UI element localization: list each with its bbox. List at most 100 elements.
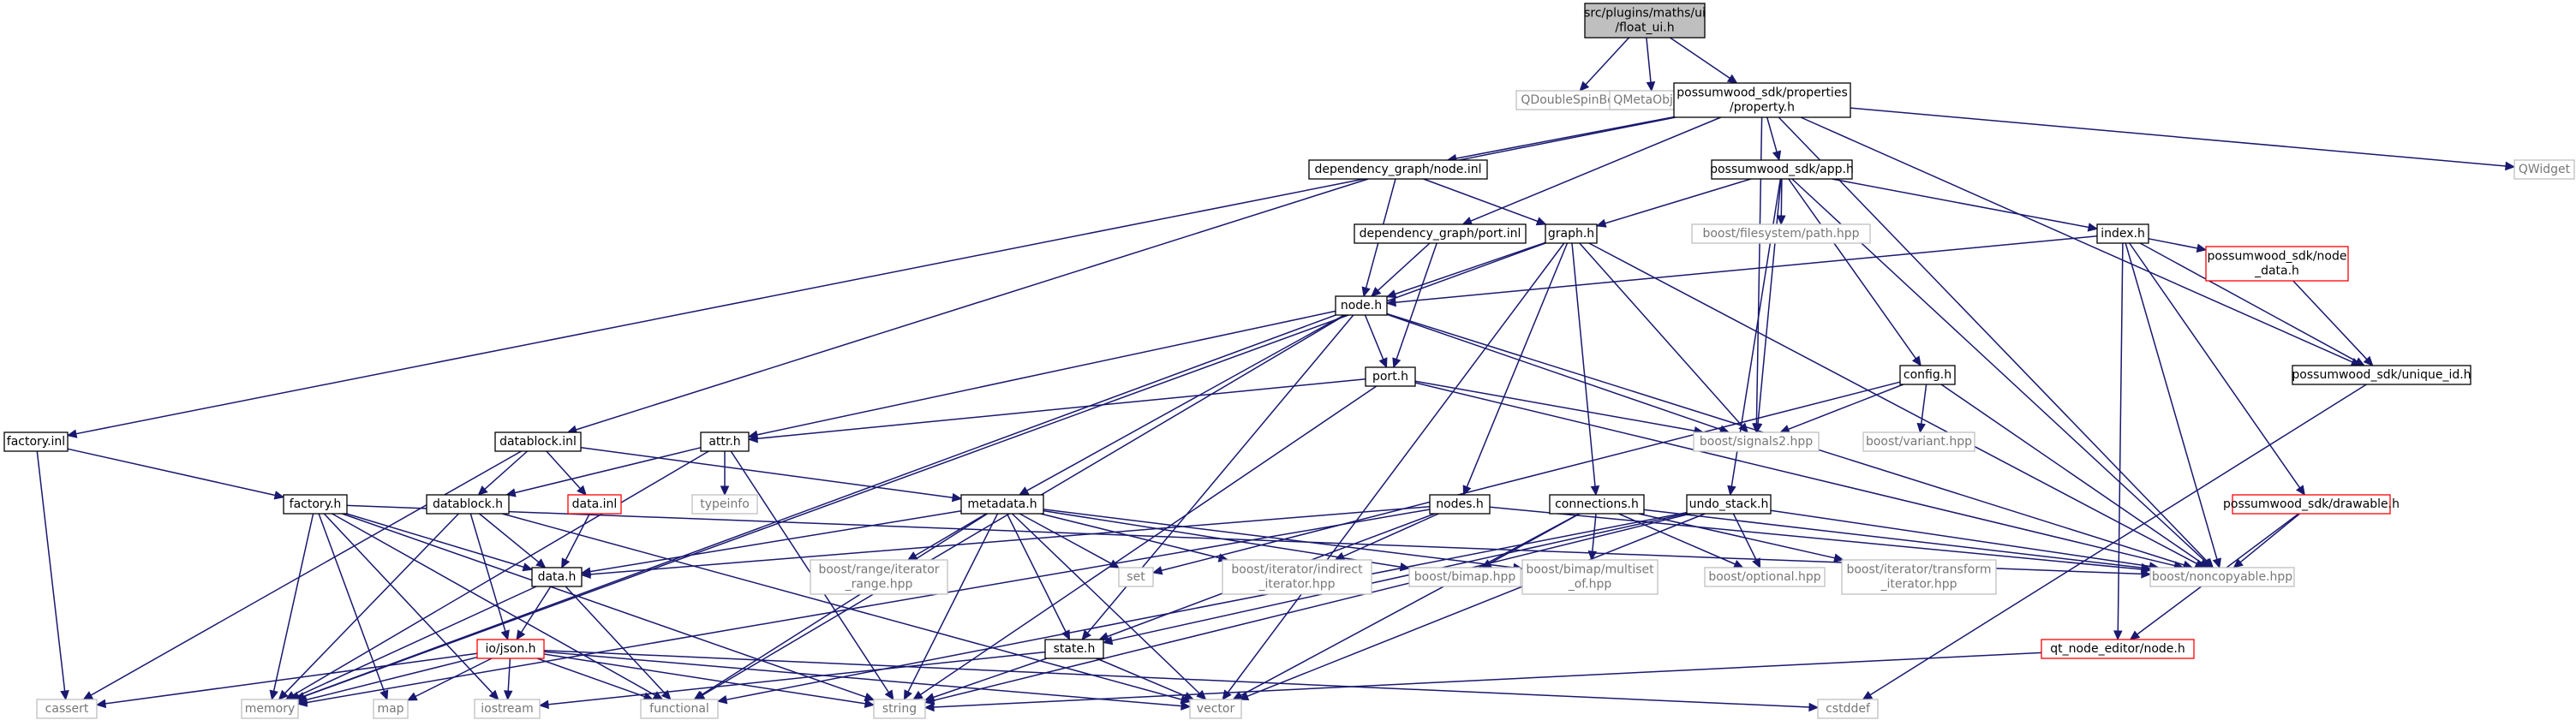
node-drawable_h[interactable]: possumwood_sdk/drawable.h (2223, 494, 2400, 515)
node-property[interactable]: possumwood_sdk/properties/property.h (1673, 82, 1851, 118)
node-datablock_inl[interactable]: datablock.inl (494, 431, 582, 452)
edge-graph_h-to-node_h (1395, 241, 1546, 295)
node-data_h[interactable]: data.h (531, 567, 583, 587)
arrowhead-node_h-to-state_h (1081, 629, 1092, 640)
edge-attr_h-to-memory (292, 450, 709, 696)
node-unique_id[interactable]: possumwood_sdk/unique_id.h (2292, 365, 2471, 385)
edge-graph_h-to-noncopyable (1588, 242, 2197, 564)
node-connections_h[interactable]: connections.h (1549, 494, 1645, 515)
arrowhead-metadata_h-to-state_h (1061, 629, 1071, 641)
edge-io_json-to-vector (543, 651, 1182, 707)
edge-connections_h-to-noncopyable (1643, 509, 2143, 568)
node-graph_h[interactable]: graph.h (1545, 223, 1598, 244)
node-node_h[interactable]: node.h (1335, 295, 1388, 316)
node-memory: memory (241, 699, 299, 719)
node-label-port_h: port.h (1372, 370, 1408, 384)
edge-property-to-port_inl (1470, 116, 1722, 222)
edge-graph_h-to-signals2 (1579, 242, 1743, 426)
node-box-nodes_h (1429, 494, 1491, 515)
node-variant: boost/variant.hpp (1862, 431, 1975, 452)
edge-datablock_inl-to-data_inl (546, 450, 581, 490)
node-app_h[interactable]: possumwood_sdk/app.h (1710, 159, 1854, 180)
node-box-factory_inl (3, 431, 69, 452)
node-label-optional: boost/optional.hpp (1708, 570, 1820, 584)
edge-port_inl-to-port_h (1396, 242, 1437, 360)
edge-data_h-to-functional (565, 586, 666, 694)
node-box-bimap (1408, 567, 1521, 587)
node-iostream: iostream (474, 699, 541, 719)
arrowhead-float_ui-to-property (1726, 74, 1738, 84)
edge-io_json-to-string (543, 653, 866, 705)
node-label-depgraph_node_inl: dependency_graph/node.inl (1315, 163, 1482, 176)
node-depgraph_node_inl[interactable]: dependency_graph/node.inl (1308, 159, 1488, 180)
node-config_h[interactable]: config.h (1899, 365, 1956, 385)
node-factory_h[interactable]: factory.h (283, 494, 348, 515)
edge-property-to-app_h (1766, 116, 1778, 152)
node-box-connections_h (1549, 494, 1645, 515)
arrowhead-factory_h-to-map (380, 689, 389, 701)
edge-undo_stack-to-optional (1732, 513, 1757, 561)
node-nodes_h[interactable]: nodes.h (1429, 494, 1491, 515)
edge-metadata_h-to-set (1019, 513, 1112, 564)
edge-factory_h-to-functional (332, 513, 656, 696)
node-label-graph_h: graph.h (1548, 227, 1594, 241)
node-float_ui[interactable]: src/plugins/maths/ui/float_ui.h (1584, 3, 1706, 39)
node-label-node_h: node.h (1341, 299, 1382, 312)
node-label-typeinfo: typeinfo (700, 497, 750, 511)
arrowhead-index_h-to-drawable_h (2295, 485, 2305, 496)
node-box-float_ui (1584, 3, 1706, 39)
arrowhead-float_ui-to-qdoublespinbox (1579, 80, 1590, 92)
arrowhead-float_ui-to-qmetaobject (1646, 81, 1656, 92)
node-box-node_data (2205, 246, 2349, 282)
node-qt_node[interactable]: qt_node_editor/node.h (2041, 639, 2195, 659)
node-undo_stack[interactable]: undo_stack.h (1686, 494, 1772, 515)
node-datablock_h[interactable]: datablock.h (426, 494, 510, 515)
arrowhead-undo_stack-to-vector (1238, 692, 1250, 701)
arrowhead-data_h-to-functional (660, 689, 672, 700)
node-box-cassert (36, 699, 98, 719)
arrowhead-state_h-to-iostream (538, 699, 549, 710)
node-box-undo_stack (1686, 494, 1772, 515)
edge-property-to-noncopyable (1778, 116, 2208, 562)
node-label-drawable_h: possumwood_sdk/drawable.h (2223, 497, 2400, 511)
node-bimap: boost/bimap.hpp (1408, 567, 1521, 587)
node-box-multiset (1521, 559, 1659, 595)
node-box-drawable_h (2232, 494, 2391, 515)
node-label-app_h: possumwood_sdk/app.h (1710, 163, 1854, 176)
arrowhead-io_json-to-vector (1180, 701, 1192, 711)
edge-io_json-to-cstddef (543, 649, 1810, 708)
edge-node_h-to-attr_h (756, 310, 1336, 436)
node-label-property: /property.h (1730, 101, 1795, 115)
edge-index_h-to-qt_node (2117, 242, 2124, 632)
node-factory_inl[interactable]: factory.inl (3, 431, 69, 452)
node-box-transform_iter (1841, 559, 1997, 595)
edge-app_h-to-index_h (1832, 178, 2089, 229)
node-label-qmetaobject: QMetaObject (1613, 93, 1692, 107)
node-label-iostream: iostream (481, 702, 534, 716)
arrowhead-node_h-to-port_h (1378, 357, 1388, 369)
node-box-state_h (1044, 639, 1104, 659)
node-data_inl[interactable]: data.inl (567, 494, 622, 515)
arrowhead-undo_stack-to-optional (1752, 557, 1761, 569)
node-metadata_h[interactable]: metadata.h (960, 494, 1044, 515)
node-state_h[interactable]: state.h (1044, 639, 1104, 659)
node-index_h[interactable]: index.h (2096, 223, 2149, 244)
arrowhead-connections_h-to-optional (1732, 559, 1744, 568)
edge-undo_stack-to-string (933, 513, 1691, 701)
node-attr_h[interactable]: attr.h (700, 431, 750, 452)
arrowhead-connections_h-to-multiset (1587, 550, 1598, 562)
node-port_inl[interactable]: dependency_graph/port.inl (1354, 223, 1527, 244)
edge-nodes_h-to-noncopyable (1489, 506, 2143, 570)
node-box-app_h (1711, 159, 1853, 180)
arrowhead-port_inl-to-port_h (1392, 357, 1402, 369)
arrowhead-state_h-to-vector (1183, 692, 1195, 700)
node-box-noncopyable (2149, 567, 2295, 587)
node-node_data[interactable]: possumwood_sdk/node_data.h (2205, 246, 2349, 282)
node-label-variant: boost/variant.hpp (1866, 435, 1972, 449)
node-io_json[interactable]: io/json.h (476, 639, 545, 659)
node-port_h[interactable]: port.h (1365, 366, 1416, 387)
node-label-qt_node: qt_node_editor/node.h (2050, 642, 2185, 656)
edge-connections_h-to-multiset (1592, 513, 1597, 552)
node-label-string: string (882, 702, 917, 716)
